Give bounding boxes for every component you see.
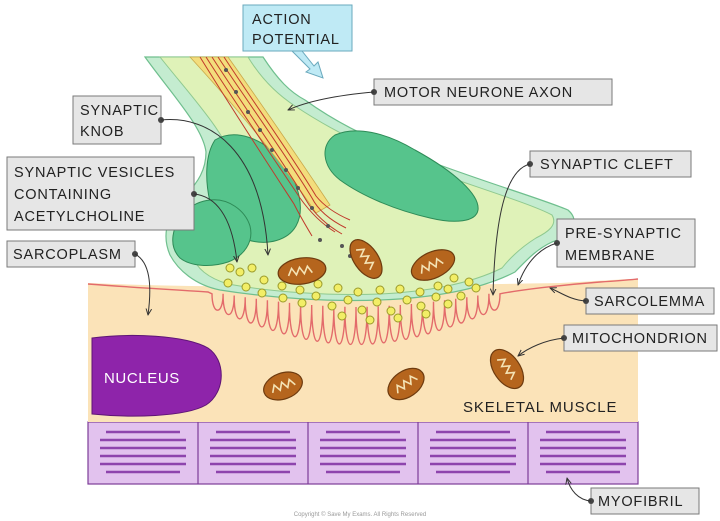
synaptic-vesicles-line-3: ACETYLCHOLINE [14,209,145,225]
myofibril-label: MYOFIBRIL [598,494,683,510]
synaptic-vesicles-line-1: SYNAPTIC VESICLES [14,165,175,181]
action-potential-line-1: ACTION [252,12,312,28]
synaptic-vesicles [223,263,481,325]
sarcoplasm-callout: SARCOPLASM [6,240,150,315]
skeletal-muscle-label: SKELETAL MUSCLE [463,399,617,416]
sarcoplasm-label: SARCOPLASM [13,247,122,263]
action-potential-arrow [290,50,324,79]
synaptic-vesicles-callout: SYNAPTIC VESICLES CONTAINING ACETYLCHOLI… [6,156,237,262]
mitochondrion-muscle-2 [387,367,425,401]
myofibril-band [87,421,639,485]
nucleus: NUCLEUS [91,335,222,417]
mitochondrion-knob-2 [349,239,383,279]
nucleus-label: NUCLEUS [104,370,180,387]
mitochondrion-muscle-1 [263,371,303,401]
synaptic-cleft-callout: SYNAPTIC CLEFT [493,150,692,295]
synaptic-cleft-label: SYNAPTIC CLEFT [540,157,674,173]
synaptic-knob-line-1: SYNAPTIC [80,103,159,119]
sarcolemma-label: SARCOLEMMA [594,294,705,310]
pre-synaptic-membrane-line-1: PRE-SYNAPTIC [565,226,682,242]
sarcolemma-line [87,278,639,345]
mitochondrion-callout: MITOCHONDRION [518,324,718,356]
mitochondrion-knob-3 [410,249,456,281]
sarcoplasm-region [88,279,638,422]
mitochondrion-muscle-3 [489,348,525,390]
action-potential-callout: ACTION POTENTIAL [242,4,353,79]
mitochondrion-label: MITOCHONDRION [572,331,708,347]
axon-dots [224,68,352,258]
copyright-text: Copyright © Save My Exams. All Rights Re… [294,511,426,518]
motor-neurone-axon-label: MOTOR NEURONE AXON [384,85,573,101]
synaptic-knob-callout: SYNAPTIC KNOB [72,95,268,255]
pre-synaptic-membrane-callout: PRE-SYNAPTIC MEMBRANE [518,218,696,285]
synaptic-vesicles-line-2: CONTAINING [14,187,112,203]
synaptic-knob-line-2: KNOB [80,124,124,140]
pre-synaptic-membrane-line-2: MEMBRANE [565,248,655,264]
sarcolemma-callout: SARCOLEMMA [550,288,715,315]
myofibril-filaments [100,430,626,474]
schwann-cell-right [324,130,479,222]
motor-neurone-axon-callout: MOTOR NEURONE AXON [288,78,613,110]
myofibril-callout: MYOFIBRIL [567,478,700,515]
action-potential-line-2: POTENTIAL [252,32,340,48]
mitochondrion-knob-1 [277,257,327,285]
